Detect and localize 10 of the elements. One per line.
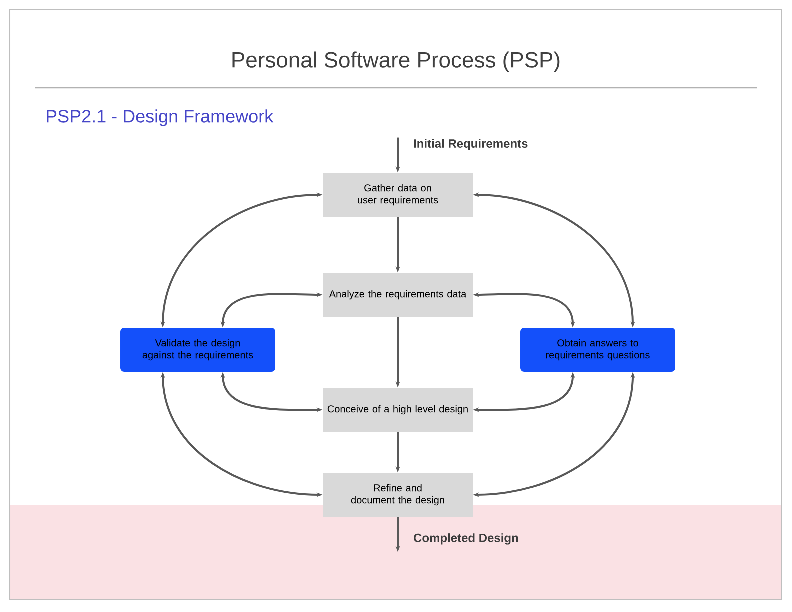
- process-box: Gather data on user requirements: [323, 172, 473, 217]
- side-box: Obtain answers to requirements questions: [520, 328, 676, 372]
- slide-title: Personal Software Process (PSP): [232, 52, 560, 72]
- process-box: Conceive of a high level design: [323, 388, 473, 432]
- edge-label: Initial Requirements: [414, 139, 528, 150]
- process-box: Analyze the requirements data: [323, 272, 473, 317]
- edge-label: Completed Design: [414, 534, 518, 545]
- side-box: Validate the design against the requirements: [120, 328, 276, 372]
- process-box: Refine and document the design: [323, 472, 473, 517]
- subtitle: PSP2.1 - Design Framework: [47, 110, 274, 126]
